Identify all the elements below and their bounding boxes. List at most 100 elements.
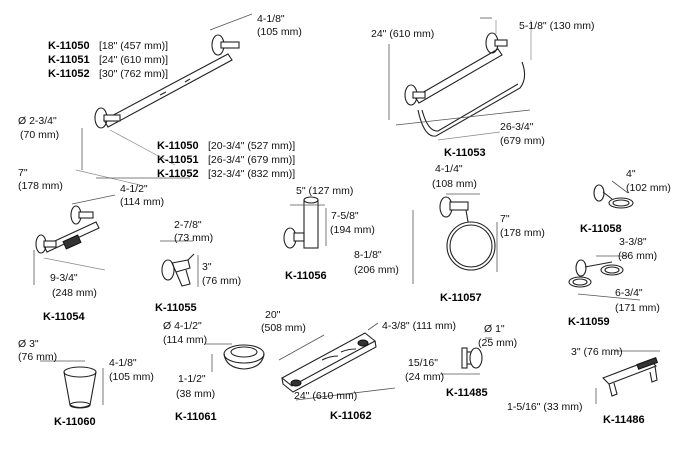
- k11053-model: K-11053: [444, 147, 486, 159]
- k11058-projection-in: 4": [626, 168, 636, 180]
- k11050-height-in: 7": [18, 167, 28, 179]
- k11486-model: K-11486: [603, 414, 645, 426]
- towel-bar-drawing: [94, 34, 240, 129]
- k11059-width-in: 6-3/4": [615, 287, 643, 299]
- cabinet-pull-dimension-lines: [595, 350, 660, 404]
- k11050-height-mm: (178 mm): [18, 180, 63, 192]
- k11061-height-mm: (38 mm): [176, 388, 215, 400]
- k11050-size: [18" (457 mm)]: [99, 40, 168, 52]
- k11055-width-mm: (73 mm): [174, 232, 213, 244]
- k11057-height-in: 8-1/8": [354, 249, 382, 261]
- k11062-model: K-11062: [330, 410, 372, 422]
- double-tumbler-holder-k11059: 3-3/8" (86 mm) 6-3/4" (171 mm) K-11059: [568, 236, 660, 328]
- k11061-diameter-mm: (114 mm): [163, 334, 207, 346]
- k11059-projection-mm: (86 mm): [618, 250, 657, 262]
- hand-towel-bar-k11054: 4-1/2" (114 mm) 9-3/4" (248 mm) K-11054: [33, 183, 164, 323]
- soap-dish-drawing: [223, 344, 265, 370]
- glass-shelf-drawing: [281, 332, 377, 393]
- k11059-width-mm: (171 mm): [615, 302, 660, 314]
- k11062-length: 24" (610 mm): [294, 390, 357, 402]
- k11057-projection-mm: (108 mm): [432, 178, 477, 190]
- towel-bar-k11050: 4-1/8" (105 mm) K-11050 [18" (457 mm)] K…: [18, 13, 302, 192]
- tumbler-dimension-lines: [40, 360, 104, 405]
- k11061-height-in: 1-1/2": [178, 373, 206, 385]
- k11055-model: K-11055: [155, 302, 197, 314]
- cabinet-knob-k11485: Ø 1" (25 mm) 15/16" (24 mm) K-11485: [405, 323, 517, 399]
- k11051-size: [24" (610 mm)]: [99, 54, 168, 66]
- k11060-diameter-mm: (76 mm): [18, 351, 57, 363]
- tumbler-drawing: [63, 366, 97, 409]
- k11061-diameter-in: Ø 4-1/2": [163, 320, 202, 332]
- soap-dish-k11061: Ø 4-1/2" (114 mm) 1-1/2" (38 mm) K-11061: [163, 320, 265, 423]
- k11062-depth-mm: (508 mm): [261, 322, 306, 334]
- double-tumbler-dimension-lines: [577, 255, 641, 301]
- k11052-model-2: K-11052: [157, 168, 199, 180]
- tumbler-k11060: Ø 3" (76 mm) 4-1/8" (105 mm) K-11060: [18, 338, 154, 428]
- tumbler-holder-k11058: 4" (102 mm) K-11058: [580, 168, 671, 235]
- double-towel-bar-k11053: 24" (610 mm) 5-1/8" (130 mm) 26-3/4" (67…: [371, 17, 595, 159]
- k11053-projection: 5-1/8" (130 mm): [519, 20, 595, 32]
- glass-shelf-dimension-lines: [278, 322, 396, 401]
- k11055-width-in: 2-7/8": [174, 219, 202, 231]
- towel-ring-dimension-lines: [412, 193, 498, 284]
- k11058-projection-mm: (102 mm): [626, 182, 671, 194]
- tumbler-holder-dimension-line: [611, 180, 629, 194]
- tissue-holder-dimension-lines: [290, 204, 327, 246]
- hand-towel-bar-drawing: [35, 205, 100, 254]
- k11052-length: [32-3/4" (832 mm)]: [208, 168, 295, 180]
- k11057-height-mm: (206 mm): [354, 264, 399, 276]
- k11055-height-mm: (76 mm): [202, 275, 241, 287]
- k11055-height-in: 3": [202, 261, 212, 273]
- double-towel-bar-drawing: [404, 32, 526, 137]
- double-tumbler-drawing: [568, 259, 624, 288]
- double-towel-bar-dimension-lines: [388, 17, 532, 141]
- toilet-paper-holder-k11056: 5" (127 mm) 7-5/8" (194 mm) K-11056: [283, 185, 375, 282]
- k11056-width: 5" (127 mm): [296, 185, 353, 197]
- k11054-model: K-11054: [43, 311, 85, 323]
- robe-hook-dimension-lines: [160, 240, 199, 287]
- k11050-diameter-mm: (70 mm): [20, 129, 59, 141]
- tumbler-holder-drawing: [593, 184, 634, 209]
- k11486-height: 1-5/16" (33 mm): [507, 401, 583, 413]
- soap-dish-dimension-lines: [205, 343, 232, 372]
- k11060-diameter-in: Ø 3": [18, 338, 39, 350]
- k11057-ring-mm: (178 mm): [500, 227, 545, 239]
- k11059-model: K-11059: [568, 316, 610, 328]
- k11061-model: K-11061: [175, 411, 217, 423]
- k11054-projection-mm: (114 mm): [120, 196, 164, 208]
- k11059-projection-in: 3-3/8": [619, 236, 647, 248]
- towel-ring-drawing: [439, 196, 496, 271]
- k11052-model: K-11052: [48, 68, 90, 80]
- hand-towel-bar-dimension-lines: [33, 194, 116, 285]
- k11050-diameter-in: Ø 2-3/4": [18, 115, 57, 127]
- cabinet-knob-drawing: [461, 347, 483, 369]
- k11050-projection-in: 4-1/8": [257, 13, 285, 25]
- k11057-projection-in: 4-1/4": [435, 163, 463, 175]
- k11485-projection-in: 15/16": [408, 357, 438, 369]
- k11060-height-in: 4-1/8": [109, 357, 137, 369]
- k11050-model: K-11050: [48, 40, 90, 52]
- robe-hook-drawing: [161, 253, 195, 287]
- k11485-diameter-in: Ø 1": [484, 323, 505, 335]
- k11485-projection-mm: (24 mm): [405, 371, 444, 383]
- k11058-model: K-11058: [580, 223, 622, 235]
- k11051-model-2: K-11051: [157, 154, 199, 166]
- tissue-holder-drawing: [283, 196, 319, 249]
- k11050-length: [20-3/4" (527 mm)]: [208, 140, 295, 152]
- k11056-height-mm: (194 mm): [330, 224, 375, 236]
- k11062-depth-in: 20": [265, 309, 281, 321]
- k11051-model: K-11051: [48, 54, 90, 66]
- cabinet-knob-dimension-lines: [440, 337, 492, 375]
- k11050-model-2: K-11050: [157, 140, 199, 152]
- k11062-width: 4-3/8" (111 mm): [382, 320, 456, 332]
- k11054-length-mm: (248 mm): [52, 287, 97, 299]
- k11057-ring-in: 7": [500, 213, 510, 225]
- robe-hook-k11055: 2-7/8" (73 mm) 3" (76 mm) K-11055: [155, 219, 241, 314]
- k11050-projection-mm: (105 mm): [257, 26, 302, 38]
- cabinet-pull-k11486: 3" (76 mm) 1-5/16" (33 mm) K-11486: [507, 346, 660, 426]
- k11485-diameter-mm: (25 mm): [478, 337, 517, 349]
- k11485-model: K-11485: [446, 387, 488, 399]
- k11054-projection-in: 4-1/2": [120, 183, 148, 195]
- cabinet-pull-drawing: [602, 357, 659, 397]
